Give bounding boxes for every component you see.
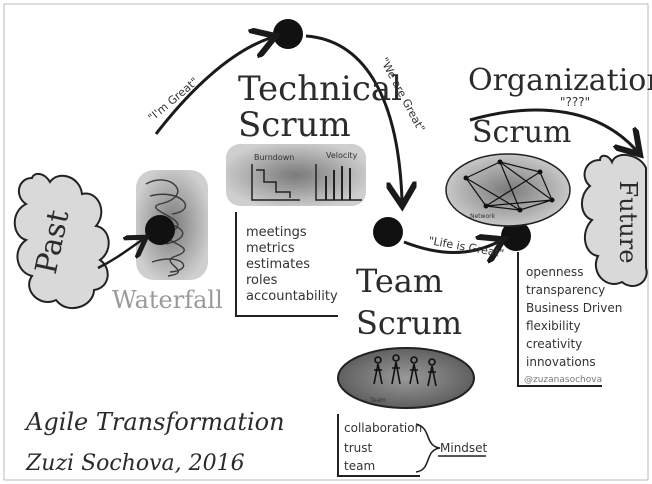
label-question-marks: "???" [560,95,590,109]
burndown-label: Burndown [254,153,294,162]
network-node [549,197,555,203]
footer: Agile Transformation Zuzi Sochova, 2016 [24,408,285,476]
team-item: trust [344,441,372,455]
credit-handle: @zuzanasochova [524,375,602,385]
technical-item: accountability [246,289,338,304]
team-item: collaboration [344,421,422,435]
arrow-technical-to-team [305,34,402,200]
organizational-node [501,221,531,251]
network-node [463,175,469,181]
network-nodes [463,159,555,213]
org-title-line1: Organizational [468,63,652,98]
arrow-waterfall-to-technical [154,38,270,135]
technical-item: meetings [246,225,307,240]
org-list-box: openness transparency Business Driven fl… [517,252,622,387]
org-item: transparency [526,283,605,297]
burndown-axes [251,164,300,201]
arrow-org-to-future [469,108,636,150]
technical-title-line1: Technical [238,69,402,109]
waterfall-label: Waterfall [112,286,223,314]
future-label: Future [614,181,642,264]
mindset-label: Mindset [440,441,488,455]
org-item: flexibility [526,319,581,333]
team-people-icon [373,354,437,387]
arrow-team-to-org [403,242,498,253]
velocity-bars [325,166,351,200]
org-title-line2: Scrum [472,115,571,150]
network-node [517,207,523,213]
technical-item: estimates [246,257,310,272]
team-list-box: collaboration trust team Mindset [337,414,488,477]
team-title-line2: Scrum [356,304,462,342]
technical-title-line2: Scrum [238,105,351,145]
network-node [497,159,503,165]
org-item: openness [526,265,583,279]
org-item: creativity [526,337,582,351]
technical-item: metrics [246,241,295,256]
team-title-line1: Team [356,262,443,300]
technical-item: roles [246,273,278,288]
burndown-line [256,169,291,198]
team-item: team [344,459,375,473]
footer-author: Zuzi Sochova, 2016 [25,451,245,476]
page-frame [3,3,649,481]
technical-charts: Burndown Velocity [226,144,366,206]
team-brace [415,423,441,473]
velocity-axes [315,164,362,201]
org-scrum-title: Organizational Scrum [468,63,652,150]
team-scrum-title: Team Scrum [356,262,462,342]
org-item: innovations [526,355,596,369]
team-node [373,217,403,247]
network-node [483,203,489,209]
technical-node [273,19,303,49]
technical-list-box: meetings metrics estimates roles account… [235,212,338,317]
team-oval-label: Team [369,397,386,404]
team-oval: Team [337,347,475,409]
past-cloud: Past [13,172,110,310]
network-edges [465,160,554,212]
org-item: Business Driven [526,301,622,315]
footer-title: Agile Transformation [24,408,285,436]
arrow-past-to-waterfall [97,240,142,270]
future-cloud: Future [581,153,648,287]
waterfall-node [145,215,175,245]
network-oval: Network [445,153,571,227]
network-label: Network [470,213,496,220]
velocity-label: Velocity [326,151,358,160]
network-node [537,169,543,175]
technical-scrum-title: Technical Scrum [238,69,402,145]
